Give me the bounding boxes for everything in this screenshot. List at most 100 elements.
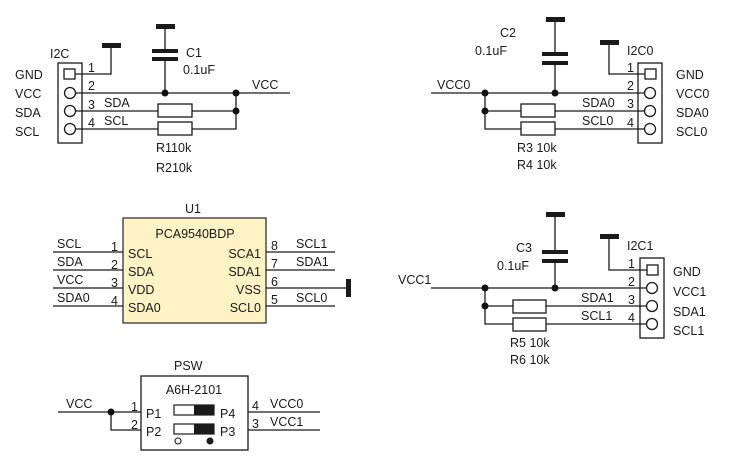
pin-signal-label: VCC1: [673, 285, 706, 299]
junction-dot: [107, 408, 115, 416]
net-label-sda1: SDA1: [581, 291, 614, 305]
resistor-r5: [512, 299, 547, 314]
net-label-vcc: VCC: [252, 78, 278, 92]
connector-i2c-ref: I2C: [50, 47, 69, 61]
resistor-label: R210k: [156, 161, 193, 175]
ic-pin-name: SCL: [128, 247, 152, 261]
pin-signal-label: VCC0: [676, 87, 709, 101]
switch-part-number: A6H-2101: [166, 383, 222, 397]
pin-number: 5: [271, 293, 278, 307]
pin-number: 4: [252, 399, 259, 413]
pin-square-icon: [646, 264, 659, 276]
pin-number: 3: [252, 417, 259, 431]
pin-round-icon: [643, 104, 657, 118]
on-indicator-icon: [206, 437, 214, 445]
pin-number: 1: [131, 400, 138, 414]
net-label: SDA: [57, 255, 83, 269]
ic-u1-body: [122, 217, 267, 324]
ic-pin-name: SDA1: [228, 265, 261, 279]
pin-square-icon: [63, 68, 76, 80]
pin-round-icon: [63, 122, 77, 136]
switch-pin-name: P3: [220, 425, 235, 439]
pin-round-icon: [63, 104, 77, 118]
net-label-vcc0: VCC0: [270, 397, 303, 411]
net-label: SCL1: [296, 237, 327, 251]
ground-icon: [102, 43, 121, 48]
pin-number: 2: [131, 418, 138, 432]
net-label-vcc1: VCC1: [270, 415, 303, 429]
resistor-r6: [512, 317, 547, 332]
pin-number: 3: [88, 98, 95, 112]
ic-ref: U1: [185, 202, 201, 216]
capacitor-value: 0.1uF: [183, 63, 215, 77]
net-label-vcc: VCC: [66, 397, 92, 411]
capacitor-c1: [152, 49, 178, 53]
wire-gnd: [608, 44, 645, 75]
ic-pin-name: SCA1: [228, 247, 261, 261]
connector-i2c1-ref: I2C1: [627, 239, 653, 253]
capacitor-value: 0.1uF: [475, 44, 507, 58]
pin-signal-label: SCL1: [673, 324, 704, 338]
net-label: SCL: [57, 237, 81, 251]
pin-round-icon: [63, 86, 77, 100]
resistor-r3: [520, 103, 556, 118]
capacitor-c3-plate: [542, 259, 568, 263]
ground-icon: [346, 279, 351, 297]
resistor-label: R6 10k: [510, 353, 550, 367]
pin-number: 1: [88, 61, 95, 75]
pin-signal-label: SCL0: [676, 125, 707, 139]
junction-dot: [481, 302, 489, 310]
connector-i2c: I2C GND VCC SDA SCL 1 2 3 4: [15, 47, 95, 144]
pin-number: 1: [628, 257, 635, 271]
ground-icon: [156, 24, 175, 29]
resistor-r1: [157, 103, 193, 118]
pin-round-icon: [643, 86, 657, 100]
pin-signal-label: SCL: [15, 125, 39, 139]
connector-i2c-body: [57, 62, 83, 144]
pin-number: 2: [111, 258, 118, 272]
net-label: SDA0: [57, 291, 90, 305]
wire: [110, 412, 141, 431]
pin-number: 7: [271, 257, 278, 271]
junction-dot: [232, 89, 240, 97]
net-label: SDA1: [296, 255, 329, 269]
switch-knob-2: [194, 424, 214, 434]
wire-gnd: [608, 238, 647, 271]
connector-i2c1: I2C1 GND VCC1 SDA1 SCL1 1 2 3 4: [627, 239, 706, 339]
ic-pin-name: SDA: [128, 265, 154, 279]
net-label-scl0: SCL0: [582, 114, 613, 128]
pin-round-icon: [645, 281, 659, 295]
switch-ref: PSW: [174, 359, 203, 373]
pin-signal-label: GND: [15, 68, 43, 82]
pin-number: 3: [111, 276, 118, 290]
pin-number: 2: [88, 79, 95, 93]
wire: [192, 93, 237, 130]
ic-pin-name: SDA0: [128, 301, 161, 315]
resistor-r4: [520, 121, 556, 136]
pin-round-icon: [645, 299, 659, 313]
net-label-scl: SCL: [104, 114, 128, 128]
pin-signal-label: SDA1: [673, 305, 706, 319]
off-indicator-icon: [174, 437, 182, 445]
junction-dot: [232, 107, 240, 115]
pin-signal-label: VCC: [15, 87, 41, 101]
pin-signal-label: SDA0: [676, 106, 709, 120]
wire-gnd: [75, 47, 112, 75]
net-label: SCL0: [296, 291, 327, 305]
resistor-r2: [157, 121, 193, 136]
capacitor-c3: [542, 250, 568, 254]
net-label-vcc0: VCC0: [437, 78, 470, 92]
connector-i2c0: I2C0 GND VCC0 SDA0 SCL0 1 2 3 4: [627, 44, 709, 144]
pin-number: 3: [628, 293, 635, 307]
ground-icon: [546, 212, 565, 217]
pin-number: 1: [111, 240, 118, 254]
pin-round-icon: [643, 122, 657, 136]
pin-number: 8: [271, 239, 278, 253]
capacitor-ref: C3: [516, 241, 532, 255]
capacitor-c2-plate: [542, 61, 568, 65]
pin-number: 1: [627, 61, 634, 75]
capacitor-c2: [542, 52, 568, 56]
switch-pin-name: P1: [146, 407, 161, 421]
net-label-scl1: SCL1: [581, 309, 612, 323]
